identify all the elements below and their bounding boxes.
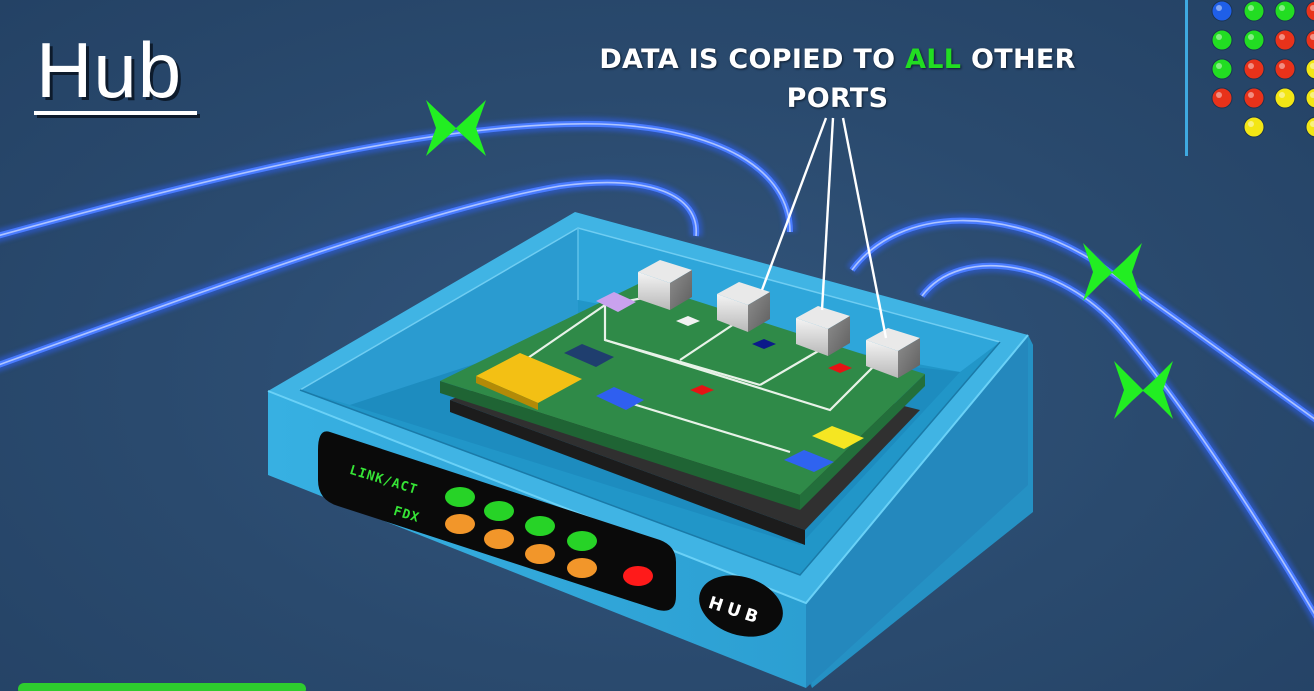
hub-badge-shape: [699, 575, 783, 637]
grid-dot-highlight: [1310, 5, 1314, 11]
caption-highlight: ALL: [905, 44, 962, 75]
star-icon: [1114, 361, 1173, 419]
grid-dot-green: [1211, 58, 1233, 80]
grid-dot-highlight: [1216, 92, 1222, 98]
grid-dot-highlight: [1310, 63, 1314, 69]
grid-dot-red: [1305, 0, 1314, 22]
port-cube-icon: [638, 260, 692, 310]
grid-dot-highlight: [1310, 92, 1314, 98]
grid-dot-highlight: [1248, 92, 1254, 98]
grid-dot-yellow: [1305, 87, 1314, 109]
grid-dot-highlight: [1216, 63, 1222, 69]
grid-dot-highlight: [1216, 34, 1222, 40]
grid-dot-yellow: [1305, 58, 1314, 80]
caption-text-end: OTHER: [961, 44, 1076, 75]
star-icon: [1083, 243, 1142, 301]
grid-dot-green: [1243, 0, 1265, 22]
caption-text: DATA IS COPIED TO: [599, 44, 906, 75]
port-cube-icon: [717, 282, 770, 332]
caption-pointer-lines: [760, 117, 888, 339]
grid-dot-highlight: [1279, 5, 1285, 11]
port-cube-icon: [866, 328, 920, 378]
caption-line2: PORTS: [786, 83, 889, 114]
grid-dot-yellow: [1274, 87, 1296, 109]
star-icon: [426, 100, 486, 156]
grid-dot-highlight: [1279, 92, 1285, 98]
grid-dot-red: [1274, 29, 1296, 51]
dot-grid: [1211, 0, 1314, 138]
caption: DATA IS COPIED TO ALL OTHER PORTS: [575, 40, 1100, 118]
grid-dot-highlight: [1248, 5, 1254, 11]
grid-dot-highlight: [1248, 121, 1254, 127]
grid-dot-yellow: [1243, 116, 1265, 138]
led-icon: [445, 487, 653, 586]
progress-bar: [18, 683, 306, 691]
grid-dot-highlight: [1248, 63, 1254, 69]
grid-dot-highlight: [1310, 34, 1314, 40]
grid-dot-green: [1211, 29, 1233, 51]
grid-dot-red: [1305, 29, 1314, 51]
grid-dot-blue: [1211, 0, 1233, 22]
grid-dot-highlight: [1248, 34, 1254, 40]
grid-dot-highlight: [1279, 34, 1285, 40]
grid-dot-red: [1243, 58, 1265, 80]
grid-dot-red: [1243, 87, 1265, 109]
port-cube-icon: [796, 306, 850, 356]
grid-dot-red: [1211, 87, 1233, 109]
grid-dot-highlight: [1310, 121, 1314, 127]
grid-dot-highlight: [1279, 63, 1285, 69]
slide-title: Hub: [36, 26, 183, 114]
grid-dot-green: [1243, 29, 1265, 51]
title-underline: [34, 111, 197, 115]
divider-line: [1185, 0, 1188, 156]
grid-dot-green: [1274, 0, 1296, 22]
grid-dot-yellow: [1305, 116, 1314, 138]
grid-dot-highlight: [1216, 5, 1222, 11]
grid-dot-red: [1274, 58, 1296, 80]
